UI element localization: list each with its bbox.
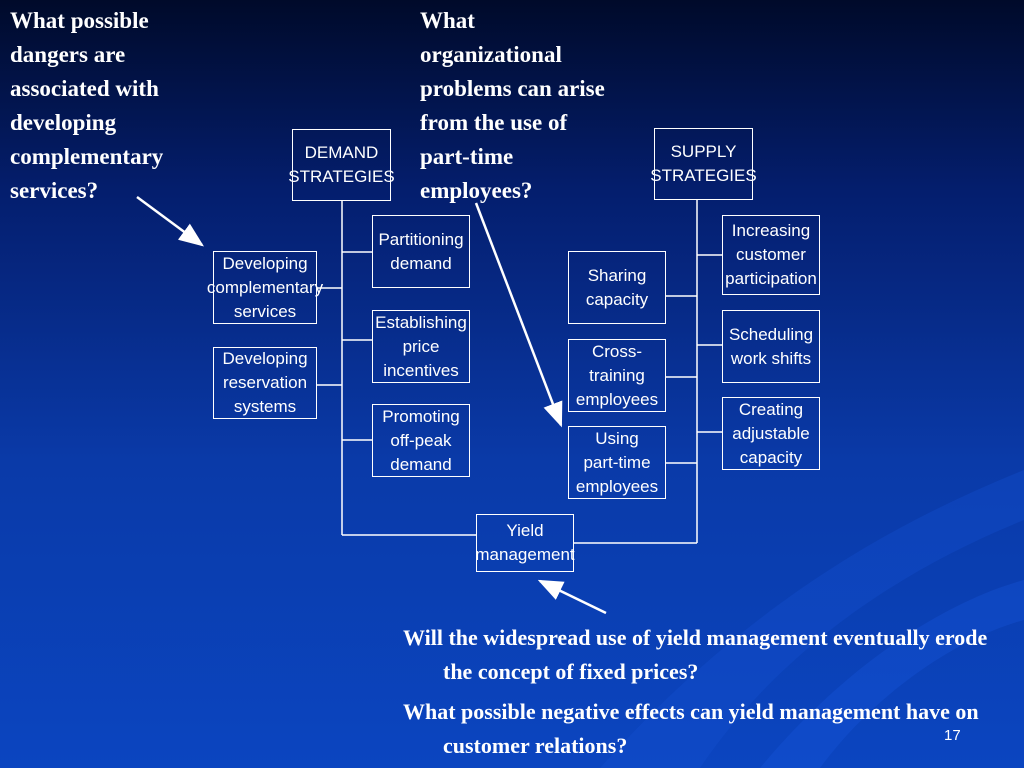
box-label: Establishing price incentives	[375, 312, 467, 380]
establishing-price-incentives-box: Establishing price incentives	[372, 310, 470, 383]
box-label: Using part-time employees	[575, 428, 659, 496]
box-label: Promoting off-peak demand	[382, 406, 460, 474]
partitioning-demand-box: Partitioning demand	[372, 215, 470, 288]
box-label: Increasing customer participation	[725, 221, 817, 288]
box-label: Scheduling work shifts	[728, 324, 814, 368]
sharing-capacity-box: Sharing capacity	[568, 251, 666, 324]
bottom-questions: Will the widespread use of yield managem…	[403, 621, 993, 763]
demand-strategies-label: DEMAND STRATEGIES	[288, 143, 395, 186]
box-label: Sharing capacity	[585, 265, 649, 309]
increasing-customer-participation-box: Increasing customer participation	[722, 215, 820, 295]
arrow-to-yield	[537, 579, 607, 615]
arrow-to-complementary	[136, 195, 205, 247]
developing-complementary-services-box: Developing complementary services	[207, 251, 323, 324]
cross-training-employees-box: Cross- training employees	[568, 339, 666, 412]
box-label: Yield management	[475, 521, 575, 564]
demand-strategies-box: DEMAND STRATEGIES	[288, 129, 395, 201]
box-label: Partitioning demand	[378, 229, 464, 273]
question-part-time-employees: What organizational problems can arise f…	[420, 8, 605, 203]
question-complementary-services: What possible dangers are associated wit…	[10, 8, 164, 203]
question-customer-relations: What possible negative effects can yield…	[403, 699, 979, 758]
creating-adjustable-capacity-box: Creating adjustable capacity	[722, 397, 820, 470]
arrow-to-part-time	[474, 202, 563, 428]
box-label: Developing complementary services	[206, 253, 324, 321]
supply-strategies-label: SUPPLY STRATEGIES	[650, 142, 757, 185]
promoting-off-peak-demand-box: Promoting off-peak demand	[372, 404, 470, 477]
scheduling-work-shifts-box: Scheduling work shifts	[722, 310, 820, 383]
supply-strategies-box: SUPPLY STRATEGIES	[650, 128, 757, 200]
question-fixed-prices: Will the widespread use of yield managem…	[403, 625, 988, 684]
developing-reservation-systems-box: Developing reservation systems	[213, 347, 317, 419]
box-label: Cross- training employees	[575, 341, 659, 409]
yield-management-box: Yield management	[475, 514, 575, 572]
box-label: Creating adjustable capacity	[732, 399, 810, 467]
box-label: Developing reservation systems	[222, 349, 308, 416]
page-number: 17	[944, 727, 961, 744]
using-part-time-employees-box: Using part-time employees	[568, 426, 666, 499]
